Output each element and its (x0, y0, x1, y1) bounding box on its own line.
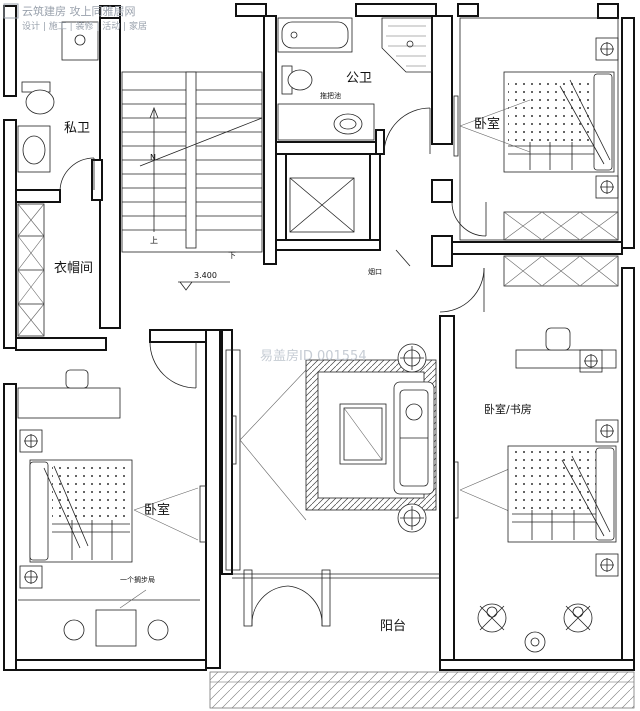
living-area (225, 343, 437, 571)
bench-label: 一个搁步局 (120, 575, 155, 584)
stair-down-label: 下 (228, 251, 236, 260)
watermark-id: 易盖房ID 001554 (260, 348, 367, 364)
cloakroom: 衣帽间 (17, 203, 197, 389)
mop-pool-label: 拖把池 (320, 91, 341, 100)
room-label-bedroom-study: 卧室/书房 (484, 402, 532, 416)
room-label-bedroom-top-right: 卧室 (474, 116, 500, 132)
vent-label: 烟口 (368, 267, 382, 276)
stair-up-label: 上 (150, 236, 158, 245)
private-bath: 私卫 (17, 21, 99, 191)
bedroom-left: 卧室 一个搁步局 (17, 369, 207, 647)
shaft (289, 177, 355, 233)
bedroom-top-right: 卧室 (453, 17, 619, 241)
balcony: 阳台 (209, 569, 635, 709)
room-label-public-bath: 公卫 (346, 71, 372, 86)
room-label-balcony: 阳台 (380, 619, 406, 634)
room-label-private-bath: 私卫 (64, 121, 90, 136)
bedroom-study: 卧室/书房 (453, 255, 619, 653)
watermark: 云筑建房 攻上同雅居网 设计 | 施工 | 装修 | 活动 | 家居 易盖房ID… (3, 3, 367, 364)
watermark-tagline: 设计 | 施工 | 装修 | 活动 | 家居 (22, 20, 147, 32)
staircase: N 上 下 3.400 (121, 71, 263, 291)
outer-walls (3, 3, 635, 671)
room-label-bedroom-left: 卧室 (144, 502, 170, 518)
elevation-marker: 3.400 (194, 271, 217, 280)
interior-walls (15, 15, 623, 669)
stair-north-marker: N (150, 153, 156, 162)
public-bath: 公卫 拖把池 (277, 17, 433, 155)
watermark-brand: 云筑建房 攻上同雅居网 (22, 4, 136, 18)
corridor: 烟口 (368, 201, 487, 313)
room-label-cloakroom: 衣帽间 (54, 260, 93, 276)
